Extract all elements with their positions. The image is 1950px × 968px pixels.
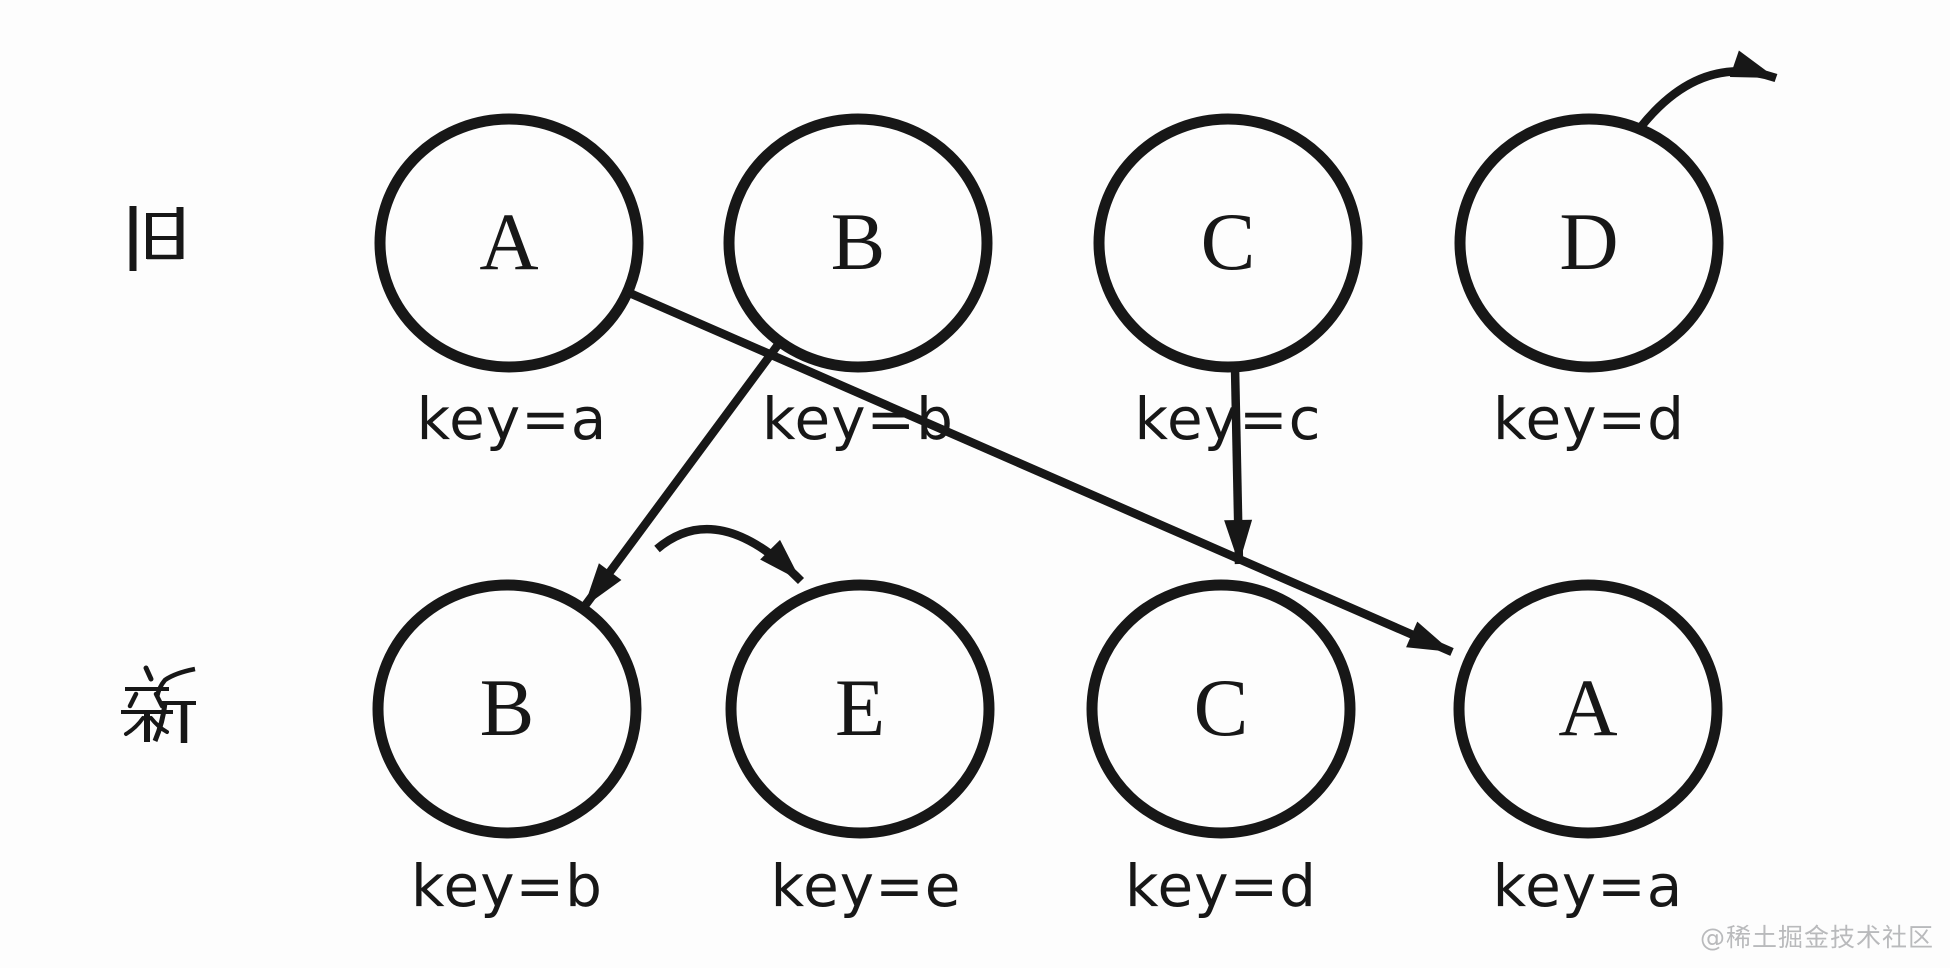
node-circle: [1093, 113, 1363, 373]
node-letter: A: [1558, 662, 1617, 753]
node-key: key=b: [411, 852, 603, 920]
node-key: key=d: [1125, 852, 1317, 920]
watermark: @稀土掘金技术社区: [1700, 923, 1934, 952]
new-row-label-glyph: [121, 665, 196, 743]
arrows: [580, 50, 1778, 656]
node-letter: B: [831, 196, 886, 287]
arrow-old-c-to-new-c: [1224, 366, 1253, 565]
arrow-remove-old-d: [1636, 50, 1778, 131]
node-letter: E: [835, 662, 885, 753]
node-key: key=a: [1493, 852, 1684, 920]
old-node-c: C key=c: [1093, 113, 1363, 453]
node-circle: [725, 579, 995, 839]
old-node-a: A key=a: [374, 113, 644, 453]
new-node-e: E key=e: [725, 579, 995, 920]
node-letter: A: [479, 196, 538, 287]
arrow-old-a-to-new-a: [623, 287, 1454, 656]
node-circle: [723, 113, 993, 373]
new-node-a: A key=a: [1453, 579, 1723, 920]
old-row: 旧 A key=a B key=b C key=c: [129, 113, 1724, 453]
new-node-c: C key=d: [1086, 579, 1356, 920]
node-key: key=d: [1493, 385, 1685, 453]
node-circle: [1454, 113, 1724, 373]
node-circle: [1453, 579, 1723, 839]
new-row: 新 B key=b E key=e: [121, 579, 1723, 920]
node-key: key=e: [771, 852, 962, 920]
node-key: key=a: [417, 385, 608, 453]
old-row-label-glyph: [129, 206, 184, 271]
new-node-b: B key=b: [372, 579, 642, 920]
node-key: key=c: [1134, 385, 1321, 453]
node-circle: [1086, 579, 1356, 839]
node-circle: [372, 579, 642, 839]
node-letter: B: [480, 662, 535, 753]
node-letter: D: [1559, 196, 1618, 287]
node-circle: [374, 113, 644, 373]
arrow-insert-new-e: [654, 524, 805, 584]
arrow-old-b-to-new-b: [580, 339, 784, 610]
node-letter: C: [1194, 662, 1249, 753]
node-letter: C: [1201, 196, 1256, 287]
old-node-d: D key=d: [1454, 113, 1724, 453]
old-node-b: B key=b: [723, 113, 993, 453]
